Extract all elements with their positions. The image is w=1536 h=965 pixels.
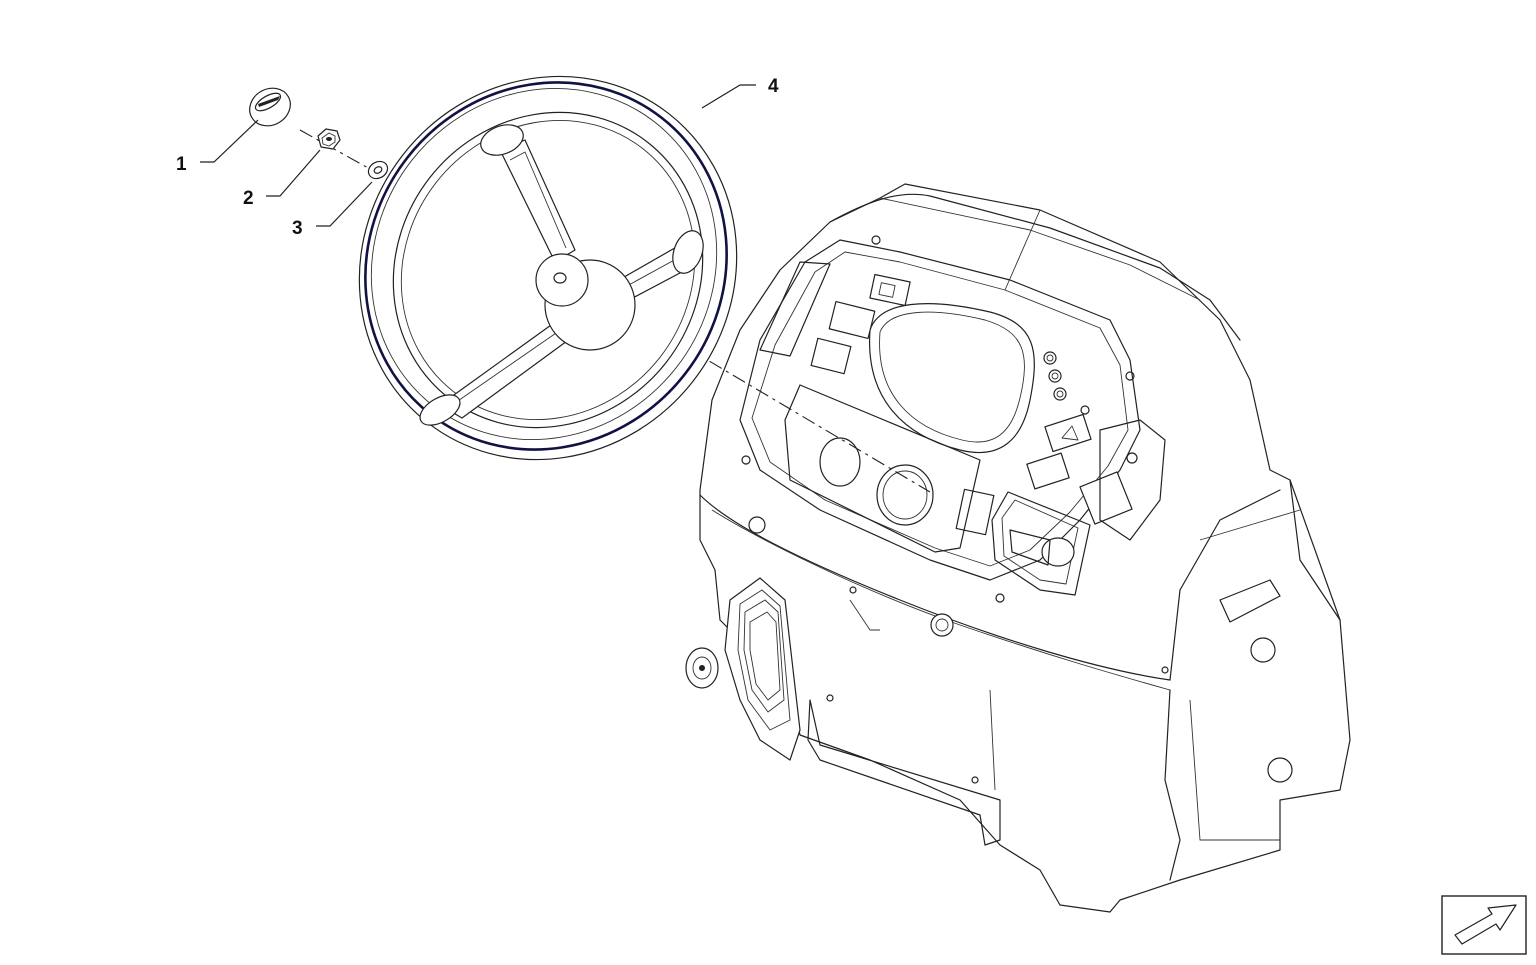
leader-lines (200, 84, 756, 227)
steering-wheel-icon (358, 75, 738, 461)
dashboard-console-icon (685, 183, 1351, 913)
callout-1: 1 (176, 154, 187, 175)
cap-cover-icon (249, 87, 291, 127)
callout-4: 4 (768, 76, 779, 97)
callout-2: 2 (243, 188, 254, 209)
hex-nut-icon (317, 128, 341, 150)
callout-3: 3 (292, 218, 303, 239)
gear-boot-icon (685, 577, 801, 761)
washer-icon (367, 160, 389, 180)
orientation-arrow-icon (1441, 895, 1527, 955)
